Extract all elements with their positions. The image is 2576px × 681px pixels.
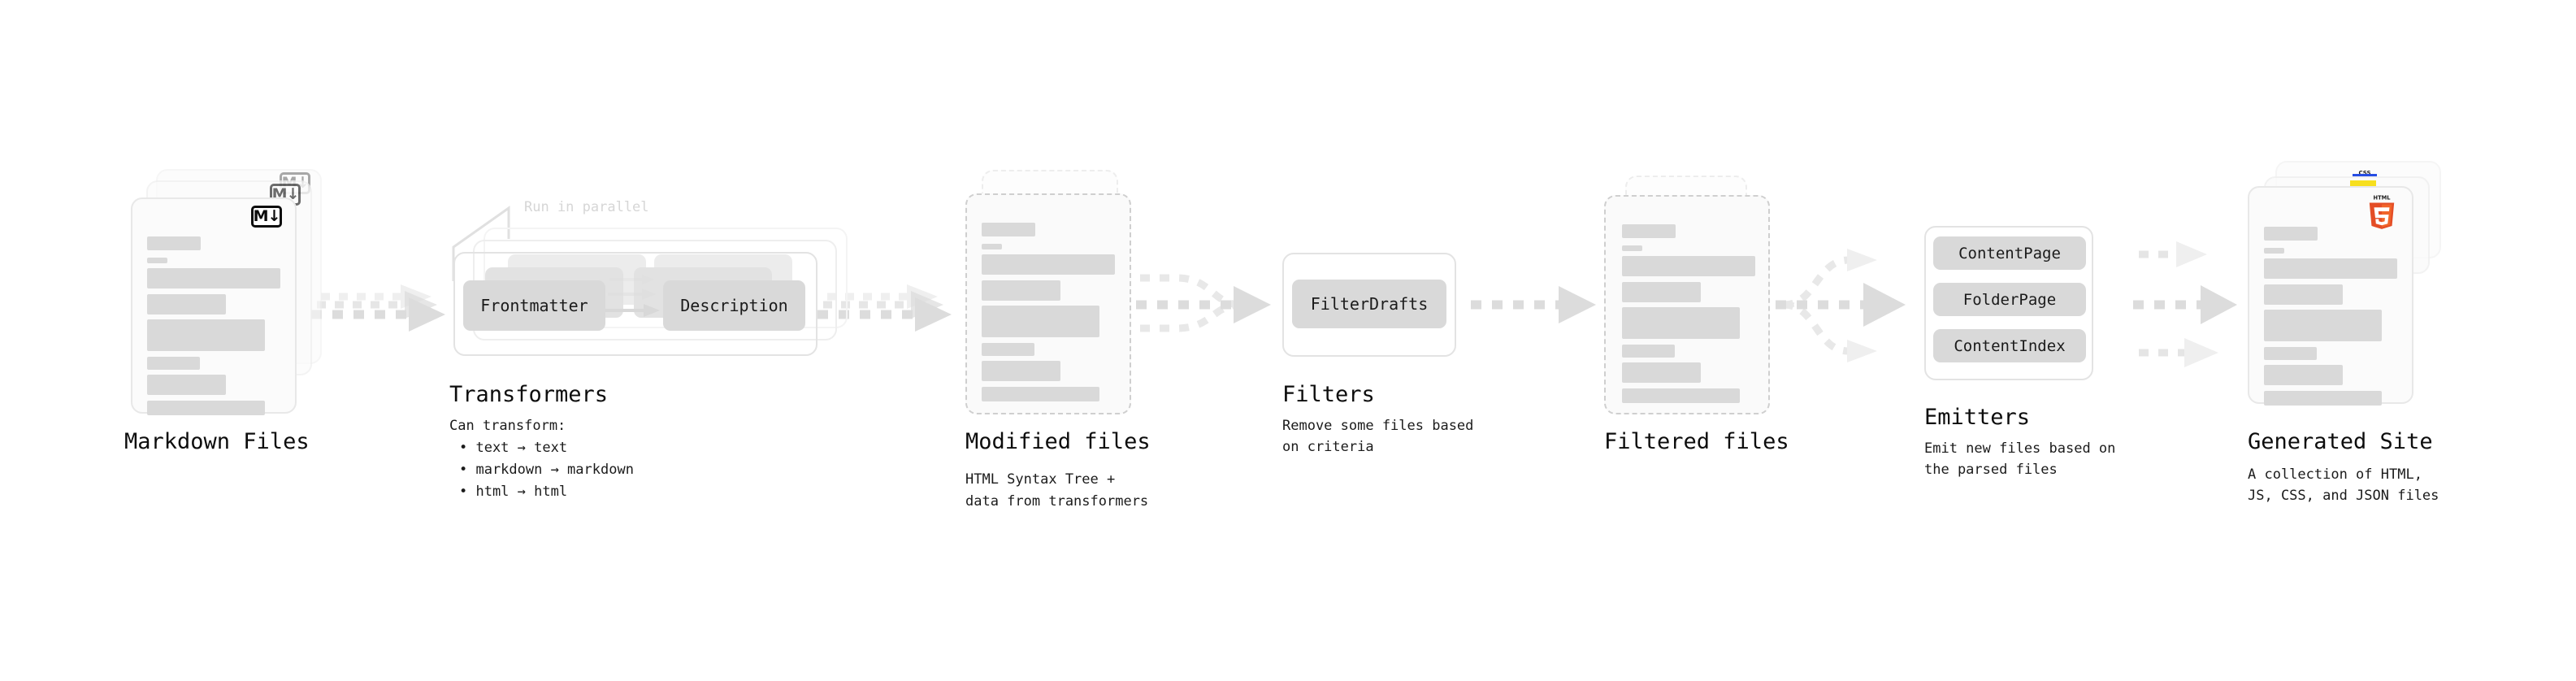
filter-chip-filterdrafts[interactable]: FilterDrafts — [1292, 280, 1446, 328]
content-bar — [982, 361, 1060, 381]
content-bar — [982, 223, 1035, 236]
parallel-label: Run in parallel — [524, 199, 649, 215]
svg-text:HTML: HTML — [2374, 195, 2392, 202]
content-bar — [1622, 307, 1740, 339]
content-bar — [2264, 365, 2343, 385]
stage-title-markdown-files: Markdown Files — [124, 429, 310, 454]
site-subtitle-line-0: A collection of HTML, — [2248, 466, 2422, 483]
content-bar — [1622, 256, 1755, 276]
emitter-chip-folderpage[interactable]: FolderPage — [1933, 283, 2086, 316]
html5-icon: HTML — [2369, 195, 2395, 229]
modified-subtitle-line-1: data from transformers — [965, 493, 1149, 510]
transformer-panel-front — [453, 252, 817, 356]
content-bar — [1622, 245, 1642, 251]
content-bar — [2264, 227, 2318, 241]
stage-title-filters: Filters — [1282, 382, 1375, 407]
content-bar — [982, 244, 1002, 249]
stage-title-modified-files: Modified files — [965, 429, 1151, 454]
transformers-subtitle-item-0: • text → text — [459, 440, 568, 456]
modified-card-front — [965, 193, 1131, 414]
content-bar — [982, 254, 1115, 275]
arrow-markdown-to-transformers — [311, 284, 445, 332]
content-bar — [1622, 388, 1740, 403]
filters-panel — [1282, 253, 1456, 357]
arrow-emitters-to-site — [2133, 241, 2237, 367]
modified-subtitle-line-0: HTML Syntax Tree + — [965, 471, 1116, 488]
transformer-internal-arrows — [605, 275, 660, 317]
content-bar — [147, 236, 201, 250]
stage-title-emitters: Emitters — [1924, 405, 2031, 430]
content-bar — [147, 401, 265, 415]
arrow-filters-to-filtered — [1471, 286, 1596, 323]
content-bar — [147, 268, 280, 288]
content-bar — [147, 294, 226, 314]
content-bar — [2264, 258, 2397, 279]
site-subtitle-line-1: JS, CSS, and JSON files — [2248, 488, 2439, 504]
css3-icon: CSS — [2353, 166, 2377, 176]
transformers-subtitle-heading: Can transform: — [449, 418, 566, 434]
emitters-subtitle-line-0: Emit new files based on — [1924, 440, 2116, 457]
transformer-chip-frontmatter[interactable]: Frontmatter — [463, 280, 605, 331]
stage-title-generated-site: Generated Site — [2248, 429, 2433, 454]
stage-title-filtered-files: Filtered files — [1604, 429, 1789, 454]
filters-subtitle-line-1: on criteria — [1282, 439, 1374, 455]
content-bar — [1622, 362, 1701, 383]
transformers-subtitle-item-1: • markdown → markdown — [459, 462, 634, 478]
filtered-card-front — [1604, 195, 1770, 414]
stage-title-transformers: Transformers — [449, 382, 609, 407]
content-bar — [982, 306, 1099, 337]
content-bar — [147, 319, 265, 351]
emitter-chip-contentindex[interactable]: ContentIndex — [1933, 329, 2086, 362]
content-bar — [1622, 224, 1676, 238]
transformer-chip-description[interactable]: Description — [663, 280, 805, 331]
emitter-chip-contentpage[interactable]: ContentPage — [1933, 236, 2086, 270]
transformers-subtitle-item-2: • html → html — [459, 484, 568, 500]
markdown-card-front — [131, 197, 297, 415]
emitters-panel — [1924, 226, 2093, 380]
content-bar — [1622, 345, 1675, 358]
content-bar — [2264, 248, 2284, 254]
content-bar — [982, 343, 1034, 356]
emitters-subtitle-line-1: the parsed files — [1924, 462, 2058, 478]
arrow-modified-to-filters — [1136, 274, 1271, 332]
content-bar — [2264, 347, 2317, 360]
css3-icon-label: CSS — [2358, 170, 2371, 176]
markdown-icon: M↓ — [251, 206, 282, 228]
content-bar — [1622, 282, 1701, 302]
arrow-filtered-to-emitters — [1776, 249, 1906, 362]
content-bar — [147, 375, 226, 395]
filters-subtitle-line-0: Remove some files based — [1282, 418, 1474, 434]
content-bar — [2264, 391, 2382, 406]
content-bar — [982, 387, 1099, 401]
content-bar — [2264, 284, 2343, 305]
content-bar — [147, 357, 200, 370]
content-bar — [982, 280, 1060, 301]
css3-icon-bar — [2353, 174, 2377, 176]
content-bar — [2264, 310, 2382, 341]
content-bar — [147, 258, 167, 263]
